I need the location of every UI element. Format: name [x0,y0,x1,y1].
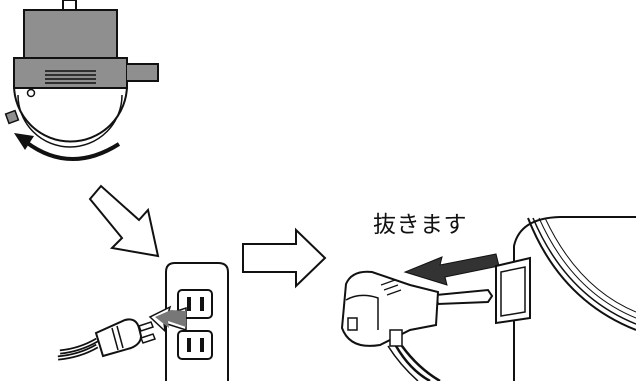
plug-with-cord-illustration [57,318,156,361]
plug-unplug-arrow-icon [148,305,187,333]
right-arrow-icon [242,227,327,289]
pull-out-arrow-icon [403,253,500,286]
appliance-connector-illustration [340,216,636,383]
unplug-instruction-caption: 抜きます [373,212,467,238]
control-unit-illustration [4,0,159,148]
rotate-counterclockwise-arrow-icon [14,133,121,161]
wall-outlet-illustration [165,262,229,381]
diagonal-down-arrow-icon [88,184,160,258]
